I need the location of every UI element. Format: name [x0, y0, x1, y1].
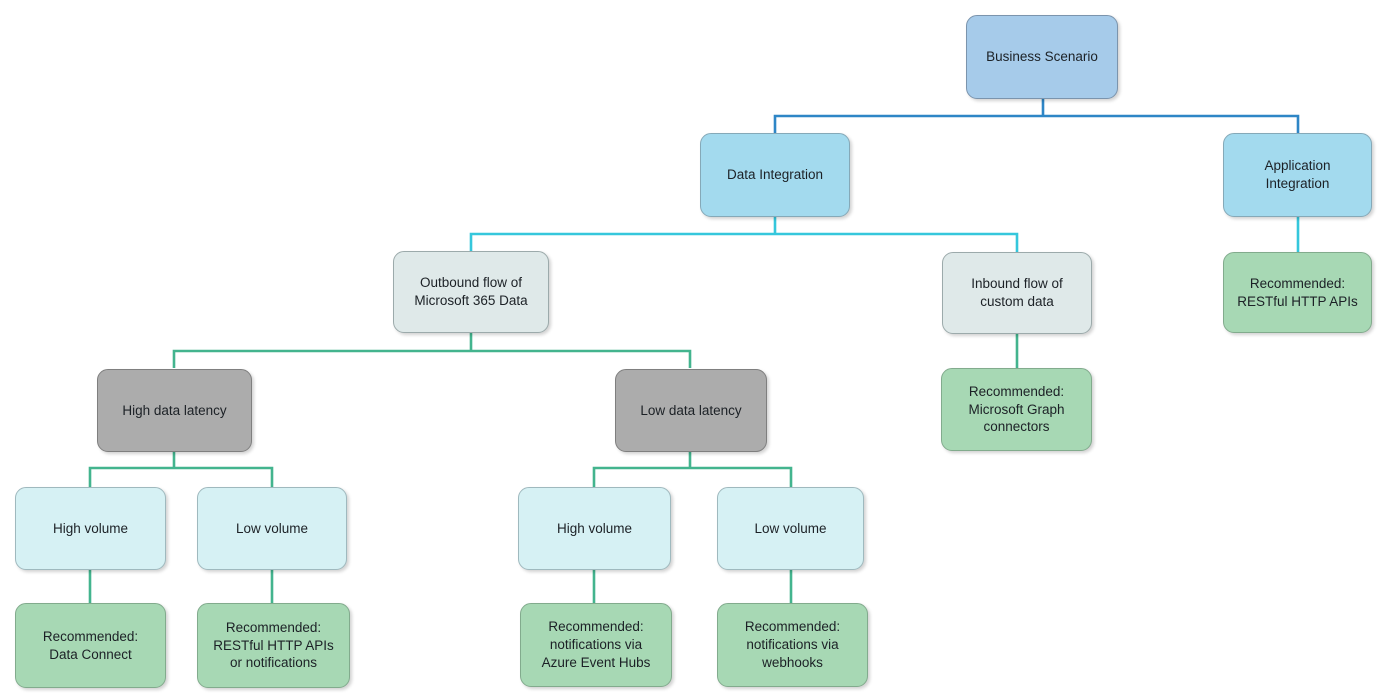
- node-rec-restful-http-apis: Recommended: RESTful HTTP APIs: [1223, 252, 1372, 333]
- node-high-volume-low-latency: High volume: [518, 487, 671, 570]
- connector-integration-level: [469, 217, 1300, 252]
- connector-flow-level: [88, 333, 1019, 603]
- node-data-integration: Data Integration: [700, 133, 850, 217]
- node-outbound-flow: Outbound flow of Microsoft 365 Data: [393, 251, 549, 333]
- node-application-integration: Application Integration: [1223, 133, 1372, 217]
- connector-root-level: [773, 99, 1300, 133]
- node-inbound-flow: Inbound flow of custom data: [942, 252, 1092, 334]
- node-rec-azure-event-hubs: Recommended: notifications via Azure Eve…: [520, 603, 672, 687]
- node-low-volume-high-latency: Low volume: [197, 487, 347, 570]
- node-low-data-latency: Low data latency: [615, 369, 767, 452]
- node-business-scenario: Business Scenario: [966, 15, 1118, 99]
- node-rec-restful-or-notifications: Recommended: RESTful HTTP APIs or notifi…: [197, 603, 350, 688]
- node-rec-webhooks: Recommended: notifications via webhooks: [717, 603, 868, 687]
- node-rec-data-connect: Recommended: Data Connect: [15, 603, 166, 688]
- node-high-volume-high-latency: High volume: [15, 487, 166, 570]
- node-high-data-latency: High data latency: [97, 369, 252, 452]
- node-rec-microsoft-graph-connectors: Recommended: Microsoft Graph connectors: [941, 368, 1092, 451]
- node-low-volume-low-latency: Low volume: [717, 487, 864, 570]
